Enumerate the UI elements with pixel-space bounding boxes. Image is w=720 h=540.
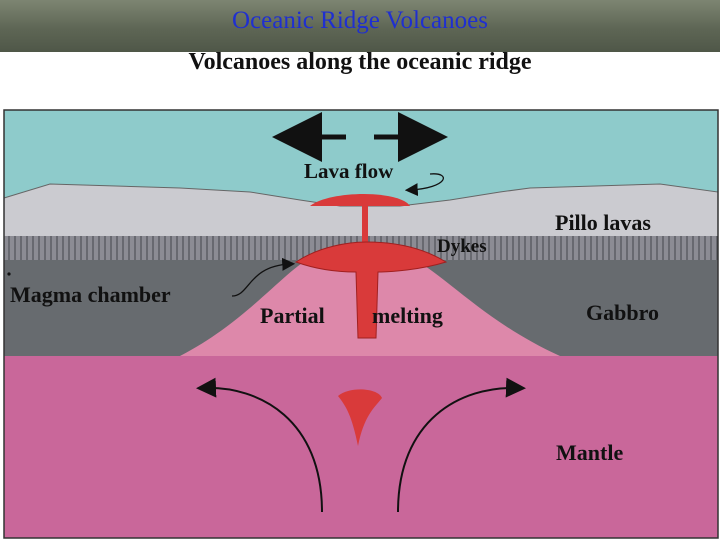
marker-dot bbox=[7, 272, 10, 275]
dykes-label: Dykes bbox=[437, 236, 487, 257]
melting-label: melting bbox=[372, 303, 443, 328]
mantle-label: Mantle bbox=[556, 440, 623, 465]
lava-flow-label: Lava flow bbox=[304, 159, 394, 183]
gabbro-label: Gabbro bbox=[586, 300, 659, 325]
partial-label: Partial bbox=[260, 303, 325, 328]
pillow-lavas-label: Pillo lavas bbox=[555, 210, 651, 235]
magma-chamber-label: Magma chamber bbox=[10, 282, 171, 307]
